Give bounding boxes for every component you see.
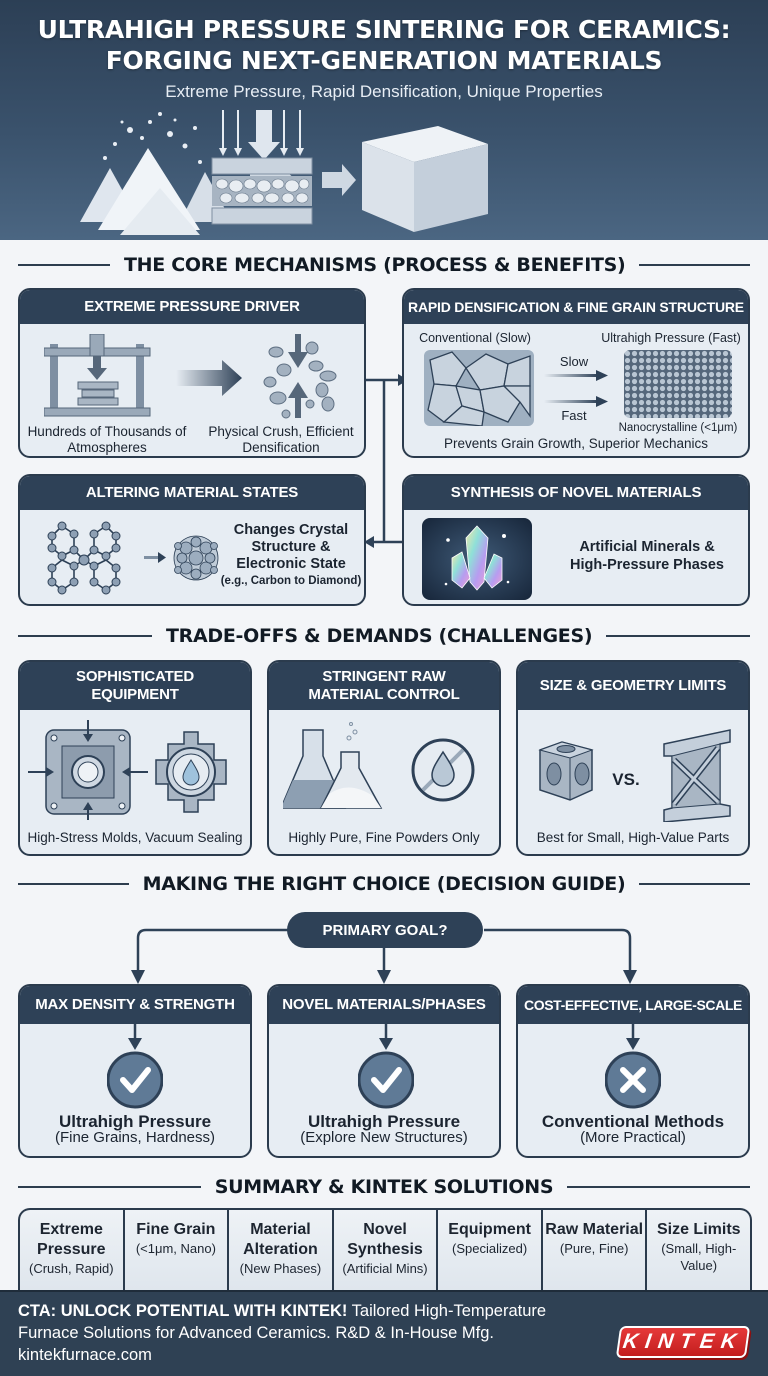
check-verdict-icon — [358, 1022, 414, 1109]
summary-cell: Extreme Pressure (Crush, Rapid) — [20, 1210, 125, 1290]
title-line-2: FORGING NEXT-GENERATION MATERIALS — [105, 46, 663, 75]
decision-result: Ultrahigh Pressure (Explore New Structur… — [300, 1112, 468, 1146]
summary-cell: Fine Grain (<1μm, Nano) — [125, 1210, 230, 1290]
card-header: SIZE & GEOMETRY LIMITS — [518, 662, 748, 710]
divider — [18, 883, 129, 885]
cta-line-2: Furnace Solutions for Advanced Ceramics.… — [18, 1324, 494, 1342]
cta-banner: CTA: UNLOCK POTENTIAL WITH KINTEK! Tailo… — [0, 1290, 768, 1376]
cta-line-1: CTA: UNLOCK POTENTIAL WITH KINTEK! Tailo… — [18, 1302, 547, 1320]
summary-cell: Raw Material (Pure, Fine) — [543, 1210, 648, 1290]
summary-cell: Novel Synthesis (Artificial Mins) — [334, 1210, 439, 1290]
nanocrystalline-icon — [624, 350, 732, 418]
decision-result: Ultrahigh Pressure (Fine Grains, Hardnes… — [54, 1112, 216, 1146]
label-conventional: Conventional (Slow) — [419, 331, 531, 345]
arrows-slow-fast — [544, 370, 608, 407]
crystal-transform-icon — [47, 521, 219, 595]
label-slow: Slow — [559, 354, 589, 369]
section-title: SUMMARY & KINTEK SOLUTIONS — [214, 1176, 554, 1198]
decision-card-novel-materials: NOVEL MATERIALS/PHASES Ultrahigh Pressur… — [267, 984, 501, 1158]
primary-goal-node: PRIMARY GOAL? — [287, 912, 483, 948]
divider — [18, 264, 110, 266]
website-link[interactable]: kintekfurnace.com — [18, 1346, 152, 1364]
card-equipment: SOPHISTICATED EQUIPMENT High-Stress Mold… — [18, 660, 252, 856]
label-fast: Fast — [561, 408, 587, 423]
summary-cell: Size Limits (Small, High-Value) — [656, 1221, 741, 1273]
card-extreme-pressure: EXTREME PRESSURE DRIVER Hundreds of Thou… — [18, 288, 366, 458]
example-carbon-diamond: (e.g., Carbon to Diamond) — [220, 575, 362, 587]
crystal-gem-icon — [422, 518, 532, 600]
press-icon — [44, 334, 337, 419]
arrow-right-icon — [322, 164, 356, 196]
check-verdict-icon — [107, 1022, 163, 1109]
novel-description: Artificial Minerals & High-Pressure Phas… — [570, 539, 724, 573]
card-header: SOPHISTICATED EQUIPMENT — [20, 662, 250, 710]
card-size-limits: SIZE & GEOMETRY LIMITS VS. Best for Smal… — [516, 660, 750, 856]
mold-seal-icon — [28, 720, 227, 820]
caption-densification: Physical Crush, Efficient Densification — [208, 424, 354, 455]
divider — [639, 883, 750, 885]
flasks-no-moisture-icon — [283, 722, 475, 809]
divider — [18, 1186, 201, 1188]
decision-card-cost-effective: COST-EFFECTIVE, LARGE-SCALE Conventional… — [516, 984, 750, 1158]
divider — [606, 635, 750, 637]
decision-tree-connectors — [131, 928, 637, 984]
section-title: TRADE-OFFS & DEMANDS (CHALLENGES) — [166, 625, 593, 647]
powder-pile-icon — [80, 112, 232, 235]
section-title: MAKING THE RIGHT CHOICE (DECISION GUIDE) — [142, 873, 626, 895]
card-rapid-densification: RAPID DENSIFICATION & FINE GRAIN STRUCTU… — [402, 288, 750, 458]
card-header: ALTERING MATERIAL STATES — [20, 476, 364, 510]
page-title: ULTRAHIGH PRESSURE SINTERING FOR CERAMIC… — [0, 0, 768, 76]
card-header: COST-EFFECTIVE, LARGE-SCALE — [518, 986, 748, 1024]
hero-banner: ULTRAHIGH PRESSURE SINTERING FOR CERAMIC… — [0, 0, 768, 240]
caption-atmospheres: Hundreds of Thousands of Atmospheres — [27, 424, 187, 455]
vs-label: VS. — [612, 770, 640, 789]
title-line-1: ULTRAHIGH PRESSURE SINTERING FOR CERAMIC… — [37, 15, 731, 44]
section-header-challenges: TRADE-OFFS & DEMANDS (CHALLENGES) — [18, 621, 750, 651]
caption-equipment: High-Stress Molds, Vacuum Sealing — [27, 830, 243, 845]
card-raw-material: STRINGENT RAW MATERIAL CONTROL Highly Pu… — [267, 660, 501, 856]
caption-size-limits: Best for Small, High-Value Parts — [536, 830, 730, 845]
card-header: EXTREME PRESSURE DRIVER — [20, 290, 364, 324]
decision-card-max-density: MAX DENSITY & STRENGTH Ultrahigh Pressur… — [18, 984, 252, 1158]
altering-description: Changes Crystal Structure & Electronic S… — [216, 522, 364, 590]
card-header: STRINGENT RAW MATERIAL CONTROL — [269, 662, 499, 710]
section-header-decision: MAKING THE RIGHT CHOICE (DECISION GUIDE) — [18, 869, 750, 899]
summary-table: Extreme Pressure (Crush, Rapid) Fine Gra… — [18, 1208, 752, 1290]
divider — [567, 1186, 751, 1188]
section-title: THE CORE MECHANISMS (PROCESS & BENEFITS) — [124, 254, 626, 276]
card-header: NOVEL MATERIALS/PHASES — [269, 986, 499, 1024]
cross-verdict-icon — [605, 1022, 661, 1109]
summary-cell: Equipment (Specialized) — [438, 1210, 543, 1290]
section-header-summary: SUMMARY & KINTEK SOLUTIONS — [18, 1172, 751, 1202]
caption-raw-material: Highly Pure, Fine Powders Only — [288, 830, 480, 845]
press-compaction-icon — [211, 110, 313, 225]
divider — [639, 264, 750, 266]
card-header: RAPID DENSIFICATION & FINE GRAIN STRUCTU… — [404, 290, 748, 324]
divider — [18, 635, 152, 637]
label-nanocrystalline: Nanocrystalline (<1μm) — [618, 422, 738, 434]
coarse-grain-icon — [424, 350, 534, 426]
kintek-logo: KINTEK — [615, 1326, 751, 1358]
card-novel-synthesis: SYNTHESIS OF NOVEL MATERIALS Artificial … — [402, 474, 750, 606]
label-ultrahigh: Ultrahigh Pressure (Fast) — [601, 331, 741, 345]
decision-result: Conventional Methods (More Practical) — [541, 1112, 725, 1146]
card-altering-states: ALTERING MATERIAL STATES Changes — [18, 474, 366, 606]
process-illustration — [80, 110, 488, 235]
small-vs-large-part-icon — [538, 729, 731, 822]
card-header: SYNTHESIS OF NOVEL MATERIALS — [404, 476, 748, 510]
arrow-right-icon — [176, 360, 242, 396]
caption-grain-growth: Prevents Grain Growth, Superior Mechanic… — [443, 436, 709, 451]
dense-cube-icon — [362, 126, 488, 232]
card-header: MAX DENSITY & STRENGTH — [20, 986, 250, 1024]
section-header-mechanisms: THE CORE MECHANISMS (PROCESS & BENEFITS) — [18, 250, 750, 280]
page-subtitle: Extreme Pressure, Rapid Densification, U… — [165, 82, 603, 101]
cta-headline: CTA: UNLOCK POTENTIAL WITH KINTEK! — [18, 1302, 348, 1320]
summary-cell: Material Alteration (New Phases) — [229, 1210, 334, 1290]
